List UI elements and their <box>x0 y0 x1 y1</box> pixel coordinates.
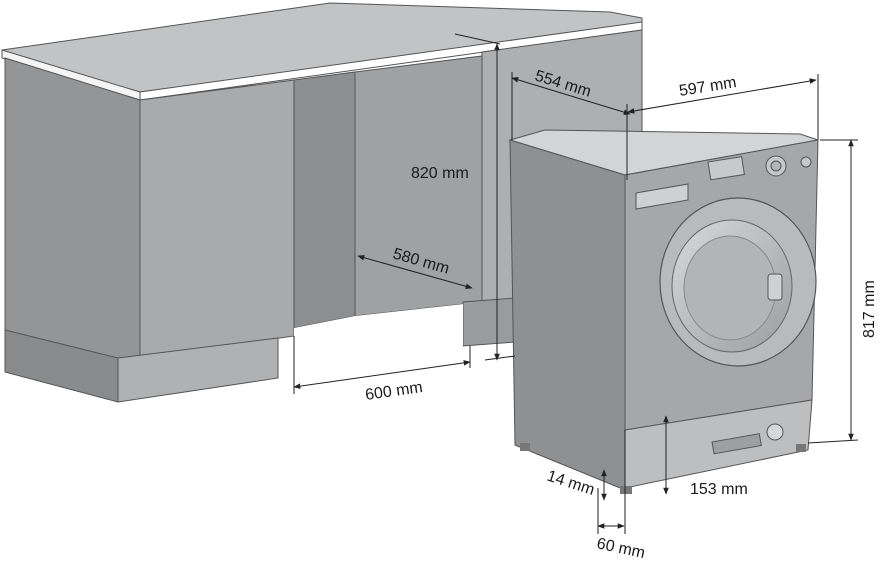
cabinet-depth-line <box>511 77 631 115</box>
machine-foot <box>520 443 530 451</box>
cabinet-left-door <box>139 79 295 359</box>
cabinet-left-plinth-side <box>4 329 119 403</box>
recess-back-wall <box>293 71 356 329</box>
label-machine-height: 817 mm <box>861 280 878 338</box>
label-door-offset: 60 mm <box>595 535 646 562</box>
detergent-drawer <box>635 183 689 210</box>
door-glass-inner <box>683 235 777 341</box>
display-panel <box>707 156 745 181</box>
machine-foot <box>620 486 632 494</box>
cabinet-height-ext <box>484 355 516 361</box>
label-recess-width: 600 mm <box>364 379 424 404</box>
program-dial-inner <box>770 160 782 172</box>
dimension-lines <box>293 33 859 534</box>
machine-foot <box>796 444 806 452</box>
recess-depth-line <box>357 255 473 289</box>
recess-inner-side <box>354 55 483 317</box>
power-button <box>800 156 812 168</box>
recess-width-line <box>293 360 471 389</box>
filter-knob <box>766 423 784 441</box>
label-machine-width: 597 mm <box>678 74 738 100</box>
machine-left-side <box>509 139 626 491</box>
cabinet-height-ext <box>454 33 501 45</box>
door-handle <box>767 273 783 301</box>
recess-floor <box>294 302 482 346</box>
machine-width-line <box>627 78 817 114</box>
label-cabinet-height: 820 mm <box>411 165 469 182</box>
filter-flap <box>711 433 762 455</box>
washing-machine <box>508 129 819 494</box>
machine-height-ext <box>807 439 859 444</box>
cabinet-right-plinth <box>462 297 516 347</box>
label-plinth-clearance: 153 mm <box>690 481 748 498</box>
